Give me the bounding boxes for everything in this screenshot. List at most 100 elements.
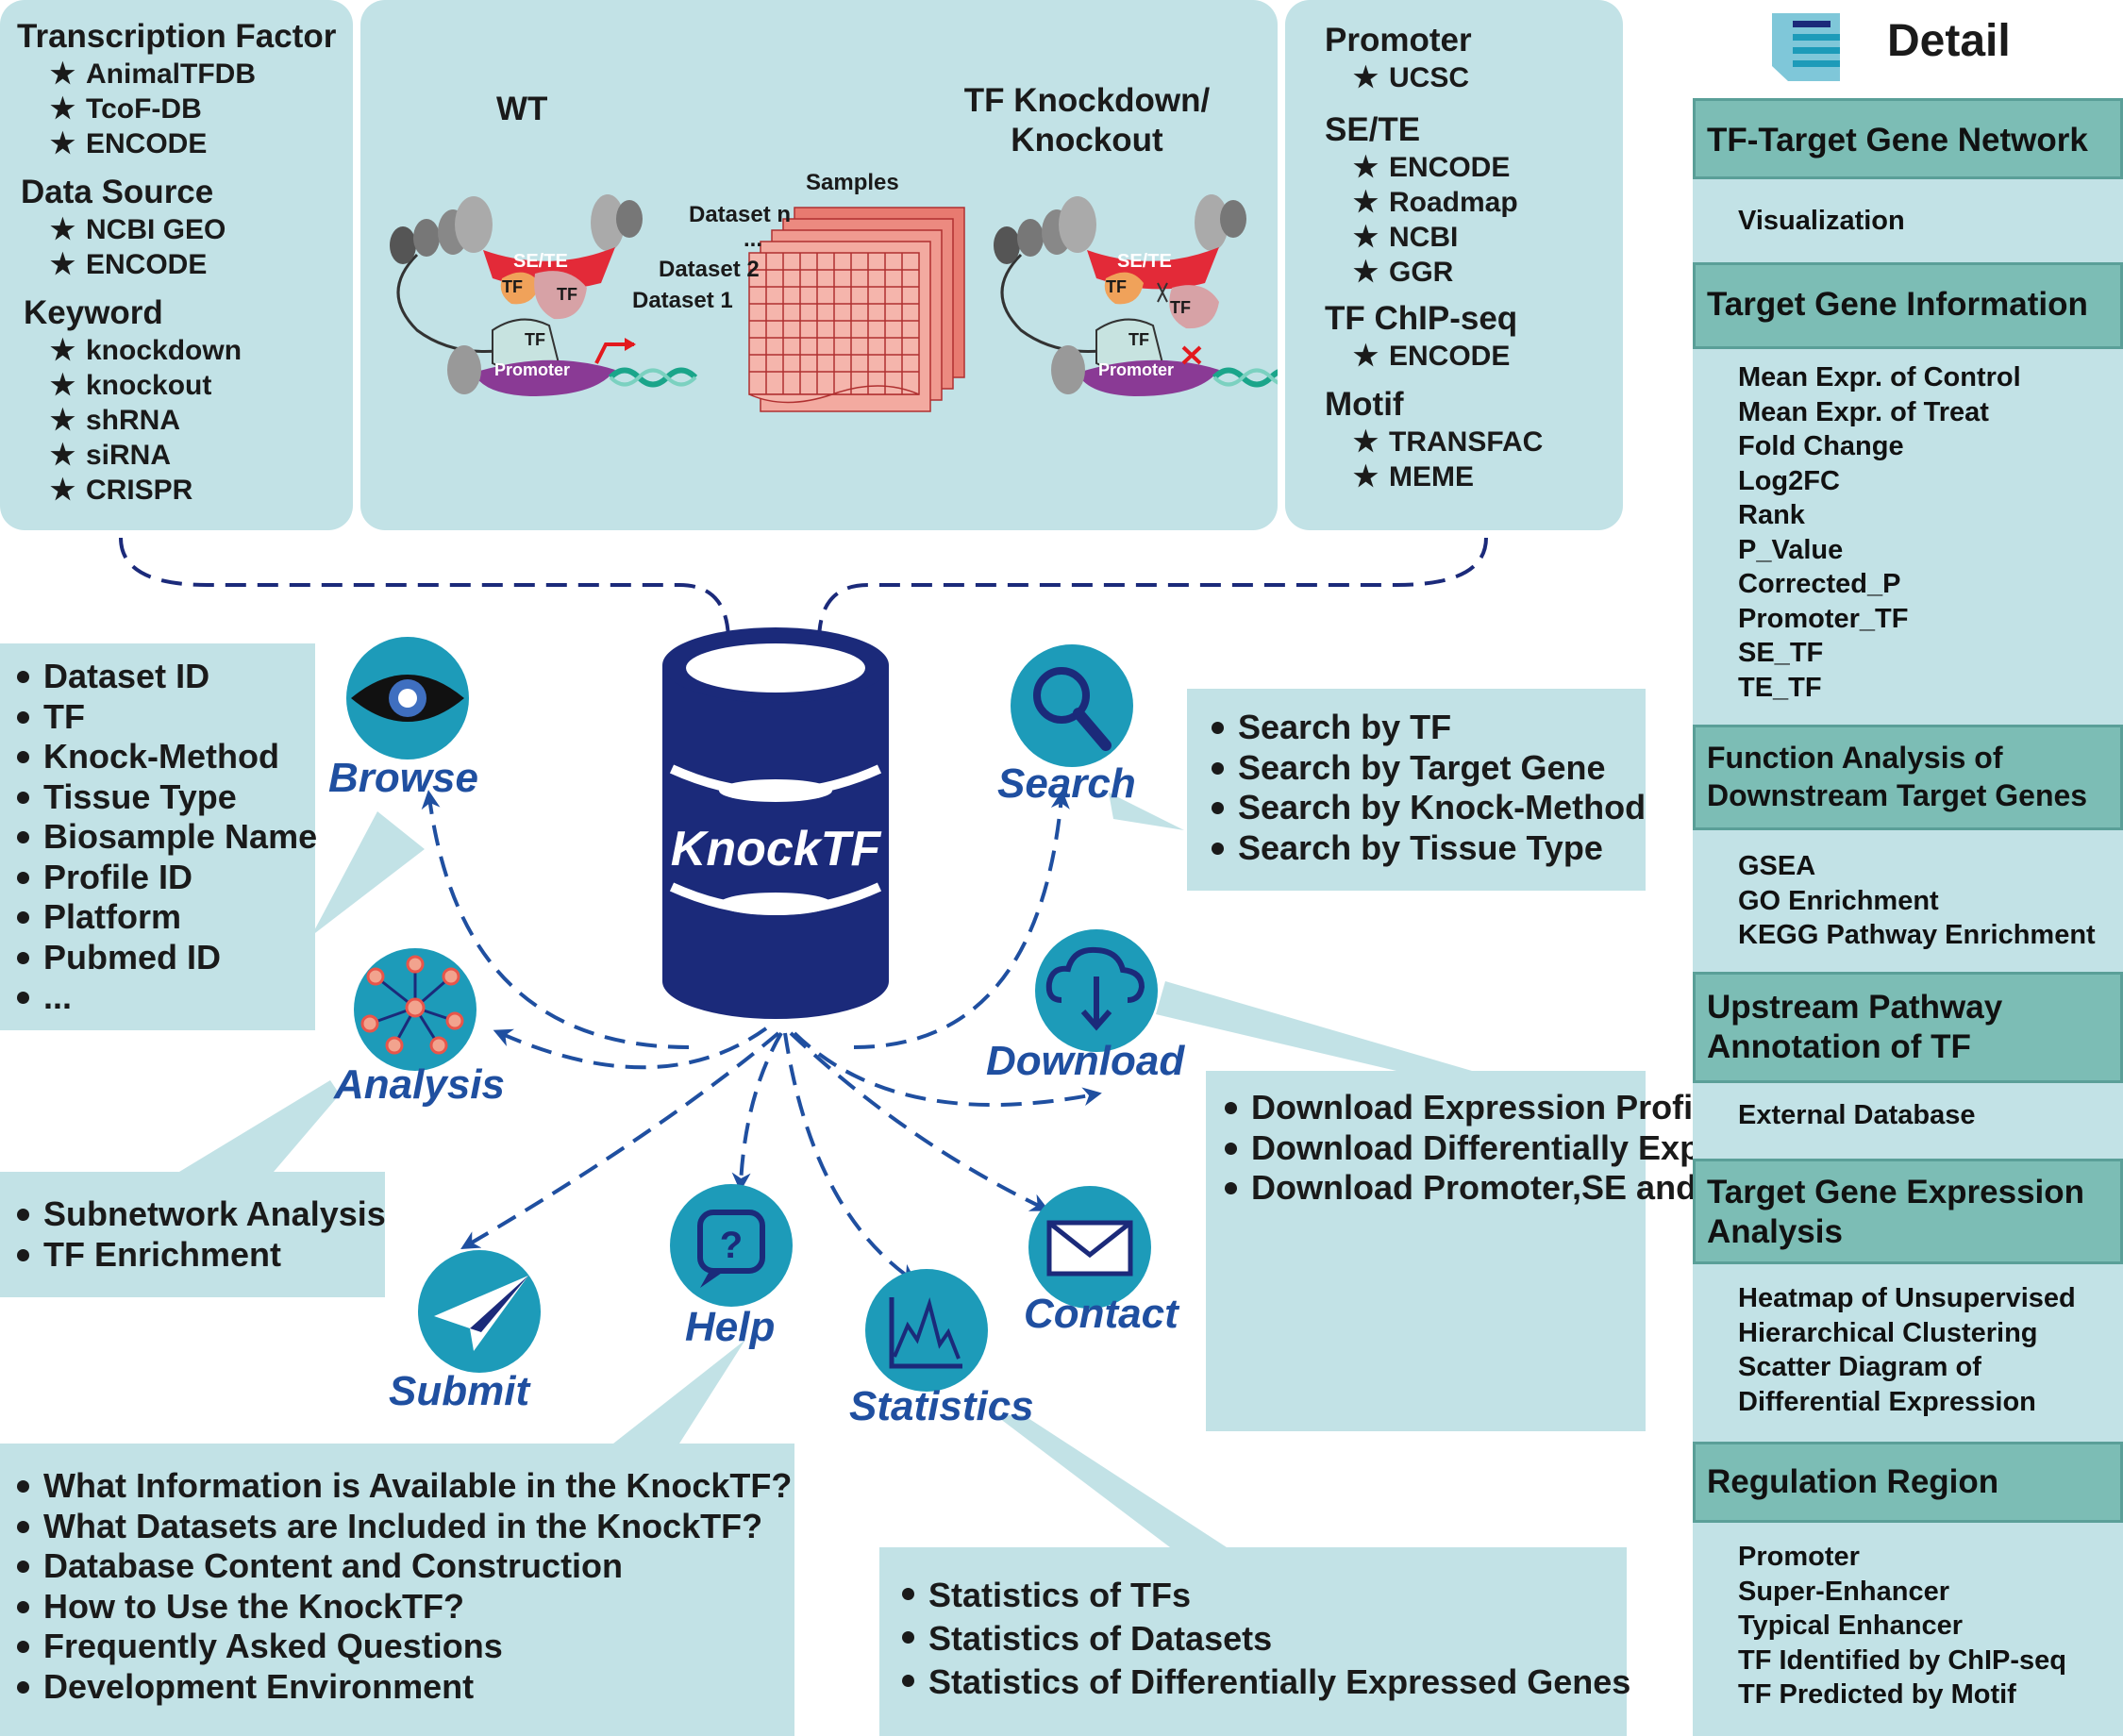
help-item: Development Environment bbox=[11, 1667, 794, 1708]
detail-item: Mean Expr. of Treat bbox=[1738, 396, 1989, 427]
sete-source-item: Roadmap bbox=[1353, 185, 1623, 220]
search-item: Search by Target Gene bbox=[1206, 748, 1646, 789]
regions-box: Promoter UCSC SE/TE ENCODE Roadmap NCBI … bbox=[1285, 0, 1623, 530]
database-label: KnockTF bbox=[670, 822, 881, 876]
motif-source-item: MEME bbox=[1353, 459, 1623, 494]
sete-label: SE/TE bbox=[513, 251, 568, 272]
statistics-link[interactable]: Statistics bbox=[849, 1383, 1034, 1429]
search-item: Search by Tissue Type bbox=[1206, 828, 1646, 869]
detail-section-title: Regulation Region bbox=[1693, 1442, 2123, 1523]
search-item: Search by Knock-Method bbox=[1206, 788, 1646, 828]
detail-section-items: Promoter Super-Enhancer Typical Enhancer… bbox=[1738, 1540, 2066, 1712]
dataset-1-label: Dataset 1 bbox=[632, 288, 733, 313]
search-link[interactable]: Search bbox=[997, 760, 1136, 807]
data-source-title: Data Source bbox=[21, 174, 214, 210]
browse-link[interactable]: Browse bbox=[328, 755, 478, 801]
detail-title: Detail bbox=[1887, 16, 2011, 66]
tf-label: TF bbox=[502, 277, 523, 296]
tf-label: TF bbox=[557, 285, 577, 304]
help-callout bbox=[613, 1340, 745, 1444]
contact-link[interactable]: Contact bbox=[1024, 1291, 1179, 1337]
detail-section-items: External Database bbox=[1738, 1098, 1975, 1133]
search-icon bbox=[1011, 644, 1133, 767]
detail-item: Scatter Diagram of Differential Expressi… bbox=[1738, 1352, 2036, 1417]
detail-section-items: Mean Expr. of Control Mean Expr. of Trea… bbox=[1738, 360, 2021, 705]
help-link[interactable]: Help bbox=[685, 1304, 776, 1350]
tf-label: TF bbox=[1128, 330, 1149, 349]
contact-icon bbox=[1028, 1186, 1151, 1309]
search-callout bbox=[1109, 793, 1184, 830]
tf-source-item: TcoF-DB bbox=[50, 92, 353, 126]
help-box: What Information is Available in the Kno… bbox=[0, 1444, 794, 1736]
sete-label: SE/TE bbox=[1117, 251, 1172, 272]
browse-item: Knock-Method bbox=[11, 737, 315, 777]
keyword-item: knockdown bbox=[50, 333, 353, 368]
browse-item: Pubmed ID bbox=[11, 938, 315, 978]
analysis-callout bbox=[179, 1080, 340, 1172]
dataset-2-label: Dataset 2 bbox=[659, 257, 760, 282]
detail-item: GSEA bbox=[1738, 851, 1816, 881]
download-link[interactable]: Download bbox=[986, 1038, 1185, 1084]
keyword-item: knockout bbox=[50, 368, 353, 403]
statistics-item: Statistics of Datasets bbox=[896, 1617, 1627, 1661]
keyword-item: shRNA bbox=[50, 403, 353, 438]
dataset-n-label: Dataset n bbox=[689, 202, 792, 227]
detail-section-items: Visualization bbox=[1738, 204, 1905, 239]
wt-label: WT bbox=[496, 91, 548, 127]
browse-icon bbox=[346, 637, 469, 760]
sete-source-item: NCBI bbox=[1353, 220, 1623, 255]
analysis-link[interactable]: Analysis bbox=[334, 1061, 505, 1108]
help-item: Frequently Asked Questions bbox=[11, 1627, 794, 1667]
tf-source-item: ENCODE bbox=[50, 126, 353, 161]
detail-section-items: Heatmap of Unsupervised Hierarchical Clu… bbox=[1738, 1281, 2115, 1419]
help-item: What Information is Available in the Kno… bbox=[11, 1466, 794, 1507]
chip-source-item: ENCODE bbox=[1353, 339, 1623, 374]
detail-item: Super-Enhancer bbox=[1738, 1576, 1949, 1607]
search-box: Search by TF Search by Target Gene Searc… bbox=[1187, 689, 1646, 891]
browse-item: Biosample Name bbox=[11, 817, 317, 858]
browse-item: ... bbox=[11, 977, 315, 1018]
browse-item: Tissue Type bbox=[11, 777, 315, 818]
detail-item: External Database bbox=[1738, 1100, 1976, 1130]
illustration-box: WT TF Knockdown/ Knockout Samples Datase… bbox=[360, 0, 1278, 530]
detail-item: Mean Expr. of Control bbox=[1738, 362, 2021, 392]
detail-section-items: GSEA GO Enrichment KEGG Pathway Enrichme… bbox=[1738, 849, 2096, 953]
browse-box: Dataset ID TF Knock-Method Tissue Type B… bbox=[0, 643, 317, 1030]
knockdown-illustration bbox=[390, 194, 1278, 412]
tf-label: TF bbox=[1170, 298, 1191, 317]
detail-item: Log2FC bbox=[1738, 465, 1840, 496]
dataset-grids bbox=[748, 207, 965, 412]
detail-item: Promoter_TF bbox=[1738, 603, 1909, 634]
download-box: Download Expression Profile of Each Data… bbox=[1206, 1071, 2123, 1431]
detail-item: Fold Change bbox=[1738, 431, 1904, 461]
chip-source-title: TF ChIP-seq bbox=[1325, 300, 1518, 337]
knockdown-label: TF Knockdown/ Knockout bbox=[963, 82, 1211, 159]
source-connector bbox=[119, 537, 738, 701]
browse-item: Platform bbox=[11, 897, 315, 938]
detail-item: Heatmap of Unsupervised Hierarchical Clu… bbox=[1738, 1283, 2076, 1348]
submit-icon bbox=[418, 1250, 541, 1373]
detail-icon bbox=[1772, 13, 1840, 81]
sete-source-item: GGR bbox=[1353, 255, 1623, 290]
data-source-item: ENCODE bbox=[50, 247, 353, 282]
detail-item: SE_TF bbox=[1738, 638, 1824, 668]
analysis-item: Subnetwork Analysis bbox=[11, 1194, 386, 1235]
promoter-label: Promoter bbox=[1098, 360, 1175, 379]
download-item: Download Differentially Expressed Genes … bbox=[1219, 1128, 2123, 1169]
submit-link[interactable]: Submit bbox=[389, 1368, 530, 1414]
detail-section-title: Target Gene Information bbox=[1693, 262, 2123, 349]
detail-item: Typical Enhancer bbox=[1738, 1611, 1963, 1641]
dataset-ellipsis: ... bbox=[744, 226, 763, 252]
detail-section-title: Target Gene Expression Analysis bbox=[1693, 1159, 2123, 1264]
statistics-item: Statistics of TFs bbox=[896, 1574, 1627, 1617]
download-callout bbox=[1156, 981, 1472, 1071]
download-item: Download Promoter,SE and TE Information … bbox=[1219, 1168, 2123, 1209]
browse-item: Profile ID bbox=[11, 858, 315, 898]
region-connector bbox=[810, 537, 1488, 701]
browse-callout bbox=[311, 811, 425, 936]
statistics-box: Statistics of TFs Statistics of Datasets… bbox=[879, 1547, 1630, 1736]
keyword-title: Keyword bbox=[24, 294, 163, 331]
detail-item: P_Value bbox=[1738, 534, 1844, 565]
search-item: Search by TF bbox=[1206, 708, 1646, 748]
